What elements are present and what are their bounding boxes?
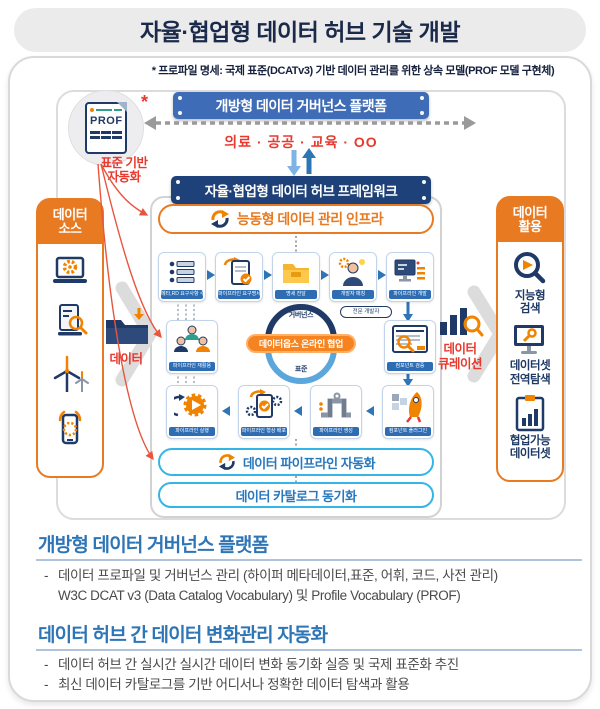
collab-pill: 데이터옵스 온라인 협업 — [246, 334, 356, 353]
bullet-item: - 데이터 허브 간 실시간 실시간 데이터 변화 동기화 실증 및 국제 표준… — [44, 657, 459, 672]
usage-item-label: 데이터셋 전역탐색 — [509, 360, 551, 386]
flow-step-label: 파이프라인 형상 배포 — [241, 427, 287, 436]
flow-arrow-left — [222, 406, 230, 416]
doc-verify-icon — [392, 325, 428, 353]
pipeline-icon — [319, 392, 351, 418]
curation-chart-icon — [440, 308, 484, 337]
flow-step: 파이프라인 요구명세 — [215, 252, 263, 302]
doc-search-icon — [58, 304, 88, 336]
domain-list: 의료 · 공공 · 교육 · OO — [224, 134, 378, 150]
section-bullets: - 데이터 프로파일 및 거버넌스 관리 (하이퍼 메타데이터,표준, 어휘, … — [44, 566, 578, 607]
monitor-code-icon — [394, 259, 425, 282]
flow-step: 파이프라인 생성 — [310, 385, 362, 439]
data-folder-icon — [106, 308, 148, 344]
usage-item-label: 협업가능 데이터셋 — [509, 434, 551, 461]
monitor-wrench-icon — [514, 325, 544, 355]
infra-pill: 능동형 데이터 관리 인프라 — [158, 204, 434, 234]
prof-document-icon: PROF — [85, 102, 127, 154]
flow-arrow-left — [366, 406, 374, 416]
framework-banner: 자율·협업형 데이터 허브 프레임워크 — [171, 176, 431, 204]
bullet-item: - 최신 데이터 카탈로그를 기반 어디서나 정확한 데이터 탐색과 활용 — [44, 677, 410, 693]
data-source-column: 데이터 소스 — [36, 198, 104, 478]
flow-step: 명세 전달 — [272, 252, 320, 302]
refresh-cycle-icon — [218, 453, 235, 471]
flow-step: 개발자 매칭 — [329, 252, 377, 302]
data-source-title: 데이터 소스 — [38, 200, 102, 244]
usage-item-label: 지능형 검색 — [514, 290, 546, 316]
governance-banner: 개방형 데이터 거버넌스 플랫폼 — [173, 92, 429, 119]
bullet-item: W3C DCAT v3 (Data Catalog Vocabulary) 및 … — [58, 588, 461, 604]
cycle-top-label: 거버넌스 — [288, 312, 314, 319]
prof-asterisk: * — [141, 92, 149, 112]
developer-icon — [338, 257, 365, 286]
rocket-icon — [392, 392, 422, 423]
flow-step: 파이프라인 개발 — [386, 252, 434, 302]
expert-developer-pill: 전문 개발자 — [340, 306, 392, 318]
page-title-text: 자율·협업형 데이터 허브 기술 개발 — [140, 19, 460, 45]
prof-badge: PROF — [68, 90, 144, 166]
pipeline-pill-text: 데이터 파이프라인 자동화 — [242, 455, 376, 471]
standard-note: 표준 기반 자동화 — [100, 156, 148, 185]
flow-step: 메타,RD 요구사항 수집 — [158, 252, 206, 302]
governance-banner-text: 개방형 데이터 거버넌스 플랫폼 — [215, 97, 387, 114]
section-rule — [36, 649, 582, 651]
flow-arrow — [207, 270, 215, 280]
folder-icon — [283, 264, 309, 283]
infra-pill-text: 능동형 데이터 관리 인프라 — [236, 211, 384, 227]
flow-step: 파이프라인 형상 배포 — [238, 385, 290, 439]
section-heading: 데이터 허브 간 데이터 변화관리 자동화 — [38, 625, 328, 646]
flow-arrow — [264, 270, 272, 280]
catalog-pill: 데이터 카탈로그 동기화 — [158, 482, 434, 508]
list-icon — [169, 261, 195, 283]
page-title: 자율·협업형 데이터 허브 기술 개발 — [14, 8, 586, 52]
data-usage-title: 데이터 활용 — [498, 198, 562, 242]
flow-step-label: 파이프라인 요구명세 — [218, 290, 260, 299]
flow-step: 파이프라인 재활용 — [166, 320, 218, 374]
flow-step: 컴포넌트 플러그인 — [382, 385, 434, 439]
flow-step-label: 명세 전달 — [275, 290, 317, 299]
section-rule — [36, 559, 582, 561]
wind-turbine-icon — [53, 355, 89, 392]
data-label: 데이터 — [109, 352, 143, 366]
bullet-item: - 데이터 프로파일 및 거버넌스 관리 (하이퍼 메타데이터,표준, 어휘, … — [44, 568, 498, 583]
catalog-pill-text: 데이터 카탈로그 동기화 — [235, 488, 357, 504]
clipboard-check-icon — [223, 257, 252, 285]
flow-arrow — [378, 270, 386, 280]
flow-step: 파이프라인 실행 — [166, 385, 218, 439]
flow-step-label: 컴포넌트 플러그인 — [385, 427, 431, 436]
deploy-check-icon — [245, 389, 283, 418]
people-icon — [174, 325, 210, 352]
flow-step-label: 파이프라인 개발 — [389, 290, 431, 299]
flow-step: 컴포넌트 검증 — [384, 320, 436, 374]
pipeline-pill: 데이터 파이프라인 자동화 — [158, 448, 434, 476]
data-usage-column: 데이터 활용 지능형 검색 데이터셋 전역탐색 — [496, 196, 564, 482]
flow-step-label: 파이프라인 재활용 — [169, 362, 215, 371]
framework-banner-text: 자율·협업형 데이터 허브 프레임워크 — [204, 184, 398, 199]
laptop-gear-icon — [53, 256, 87, 283]
flow-arrow-left — [294, 406, 302, 416]
refresh-cycle-icon — [210, 210, 229, 228]
flow-arrow — [321, 270, 329, 280]
gear-run-icon — [174, 393, 207, 417]
profile-note: * 프로파일 명세: 국제 표준(DCATv3) 기반 데이터 관리를 위한 상… — [151, 65, 555, 77]
flow-step-label: 개발자 매칭 — [332, 290, 374, 299]
clipboard-chart-icon — [515, 394, 545, 432]
flow-step-label: 컴포넌트 검증 — [387, 362, 433, 371]
section-heading: 개방형 데이터 거버넌스 플랫폼 — [38, 535, 269, 556]
flow-step-label: 파이프라인 실행 — [169, 427, 215, 436]
search-play-icon — [514, 252, 546, 284]
flow-step-label: 메타,RD 요구사항 수집 — [161, 290, 203, 299]
cycle-bottom-label: 표준 — [294, 366, 308, 373]
section-bullets: - 데이터 허브 간 실시간 실시간 데이터 변화 동기화 실증 및 국제 표준… — [44, 655, 578, 696]
flow-step-label: 파이프라인 생성 — [313, 427, 359, 436]
mobile-signal-icon — [58, 410, 82, 445]
